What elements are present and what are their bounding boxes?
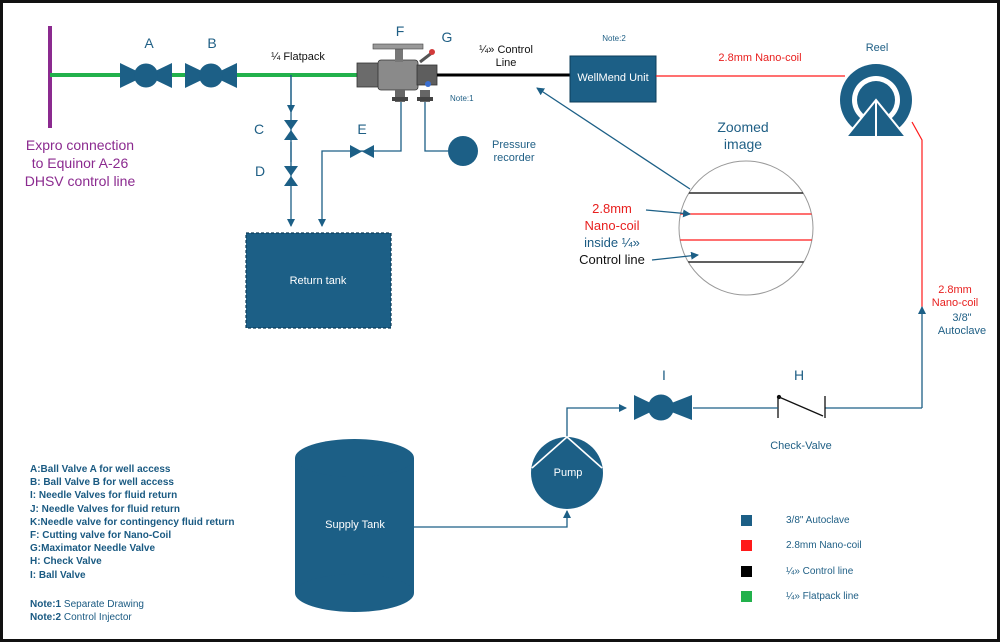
key-swatch-flatpack [741, 591, 752, 602]
key-label-nano-coil: 2.8mm Nano-coil [786, 540, 862, 551]
legend-item: K:Needle valve for contingency fluid ret… [30, 516, 235, 528]
legend-item: A:Ball Valve A for well access [30, 464, 171, 475]
label-pump: Pump [553, 467, 583, 479]
note-2-tag: Note:2 [30, 612, 62, 623]
supply-tank [295, 439, 414, 612]
zoom-pointer-arrow [536, 87, 691, 190]
key-flatpack-line: ¼» Flatpack line [741, 591, 859, 602]
label-valve-i: I [662, 367, 666, 383]
label-callout-red-2: Nano-coil [584, 218, 640, 233]
notes-block: Note:1 Separate Drawing Note:2 Control I… [30, 598, 144, 624]
zoomed-image-circle [678, 160, 814, 296]
key-label-flatpack: ¼» Flatpack line [786, 591, 859, 602]
label-valve-h: H [793, 367, 805, 383]
reel [840, 64, 912, 138]
key-swatch-nano-coil [741, 540, 752, 551]
label-right-nano-2: Nano-coil [931, 297, 979, 309]
label-control-line-2: Line [495, 57, 517, 69]
label-note2-tag: Note:2 [602, 34, 626, 43]
key-swatch-control-line [741, 566, 752, 577]
label-flatpack: ¼ Flatpack [271, 51, 325, 63]
needle-valve-e [350, 145, 374, 158]
wellmend-unit [569, 55, 657, 103]
callout-arrow-black [651, 251, 699, 261]
label-right-autoclave-2: Autoclave [937, 325, 987, 337]
label-expro-line-3: DHSV control line [24, 173, 136, 189]
return-tank [245, 232, 392, 329]
label-pressure-recorder: Pressure recorder [492, 139, 536, 165]
legend-item: G:Maximator Needle Valve [30, 543, 156, 555]
label-right-autoclave-1: 3/8" [952, 312, 972, 324]
label-callout-red-1: 2.8mm [592, 201, 632, 216]
note-2-text: Control Injector [61, 612, 132, 623]
pump-discharge-line [566, 404, 627, 441]
ball-valve-i [634, 394, 692, 421]
needle-valve-c [284, 120, 298, 140]
label-right-nano-coil: 2.8mm Nano-coil [932, 284, 978, 310]
key-swatch-autoclave [741, 515, 752, 526]
label-zoomed-line-2: image [723, 136, 763, 152]
key-autoclave: 3/8" Autoclave [741, 515, 850, 526]
label-valve-a: A [144, 35, 154, 51]
label-valve-f: F [395, 23, 405, 39]
label-supply-tank: Supply Tank [325, 519, 385, 531]
label-callout-black: Control line [579, 252, 645, 267]
equipment-legend: A:Ball Valve A for well access B: Ball V… [30, 463, 234, 582]
label-pressure-line-2: recorder [493, 152, 535, 164]
label-zoomed-image: Zoomed image [717, 119, 768, 153]
legend-item: F: Cutting valve for Nano-Coil [30, 530, 172, 542]
label-wellmend-unit: WellMend Unit [577, 72, 649, 84]
needle-valve-d [284, 166, 298, 186]
label-nano-coil-top: 2.8mm Nano-coil [718, 52, 802, 64]
label-expro-connection: Expro connection to Equinor A-26 DHSV co… [25, 136, 136, 190]
label-right-autoclave: 3/8" Autoclave [938, 312, 986, 338]
note-2: Note:2 Control Injector [30, 611, 144, 624]
callout-arrow-red [645, 209, 691, 218]
label-pressure-line-1: Pressure [491, 139, 537, 151]
label-note1-tag: Note:1 [450, 94, 474, 103]
key-nano-coil: 2.8mm Nano-coil [741, 540, 862, 551]
ball-valve-b [185, 63, 237, 88]
legend-item: I: Needle Valves for fluid return [30, 490, 178, 502]
key-label-control-line: ¼» Control line [786, 566, 854, 577]
pump [531, 435, 603, 509]
label-zoomed-line-1: Zoomed [717, 119, 769, 135]
label-expro-line-1: Expro connection [25, 137, 135, 153]
label-valve-d: D [254, 163, 266, 179]
key-label-autoclave: 3/8" Autoclave [786, 515, 850, 526]
label-control-line-1: ¼» Control [479, 44, 533, 56]
note-1: Note:1 Separate Drawing [30, 598, 144, 611]
injector-assembly [356, 43, 438, 102]
legend-item: I: Ball Valve [30, 569, 86, 581]
label-right-nano-1: 2.8mm [938, 284, 972, 296]
label-valve-g: G [441, 29, 453, 45]
label-valve-e: E [357, 121, 367, 137]
return-line-e [318, 95, 402, 227]
ball-valve-a [120, 63, 172, 88]
note-1-tag: Note:1 [30, 599, 62, 610]
key-control-line: ¼» Control line [741, 566, 853, 577]
check-valve-h [776, 394, 826, 418]
label-return-tank: Return tank [289, 275, 347, 287]
supply-line [414, 510, 571, 528]
pressure-recorder [448, 136, 478, 166]
label-valve-c: C [253, 121, 265, 137]
label-reel: Reel [865, 42, 889, 54]
label-zoom-callout: 2.8mm Nano-coil inside ¼» Control line [579, 200, 645, 268]
label-callout-blue: inside ¼» [584, 235, 640, 250]
label-expro-line-2: to Equinor A-26 [31, 155, 129, 171]
legend-item: J: Needle Valves for fluid return [30, 503, 181, 515]
label-check-valve: Check-Valve [770, 440, 832, 452]
legend-item: H: Check Valve [30, 556, 102, 568]
label-valve-b: B [207, 35, 217, 51]
legend-item: B: Ball Valve B for well access [30, 477, 174, 489]
note-1-text: Separate Drawing [61, 599, 144, 610]
